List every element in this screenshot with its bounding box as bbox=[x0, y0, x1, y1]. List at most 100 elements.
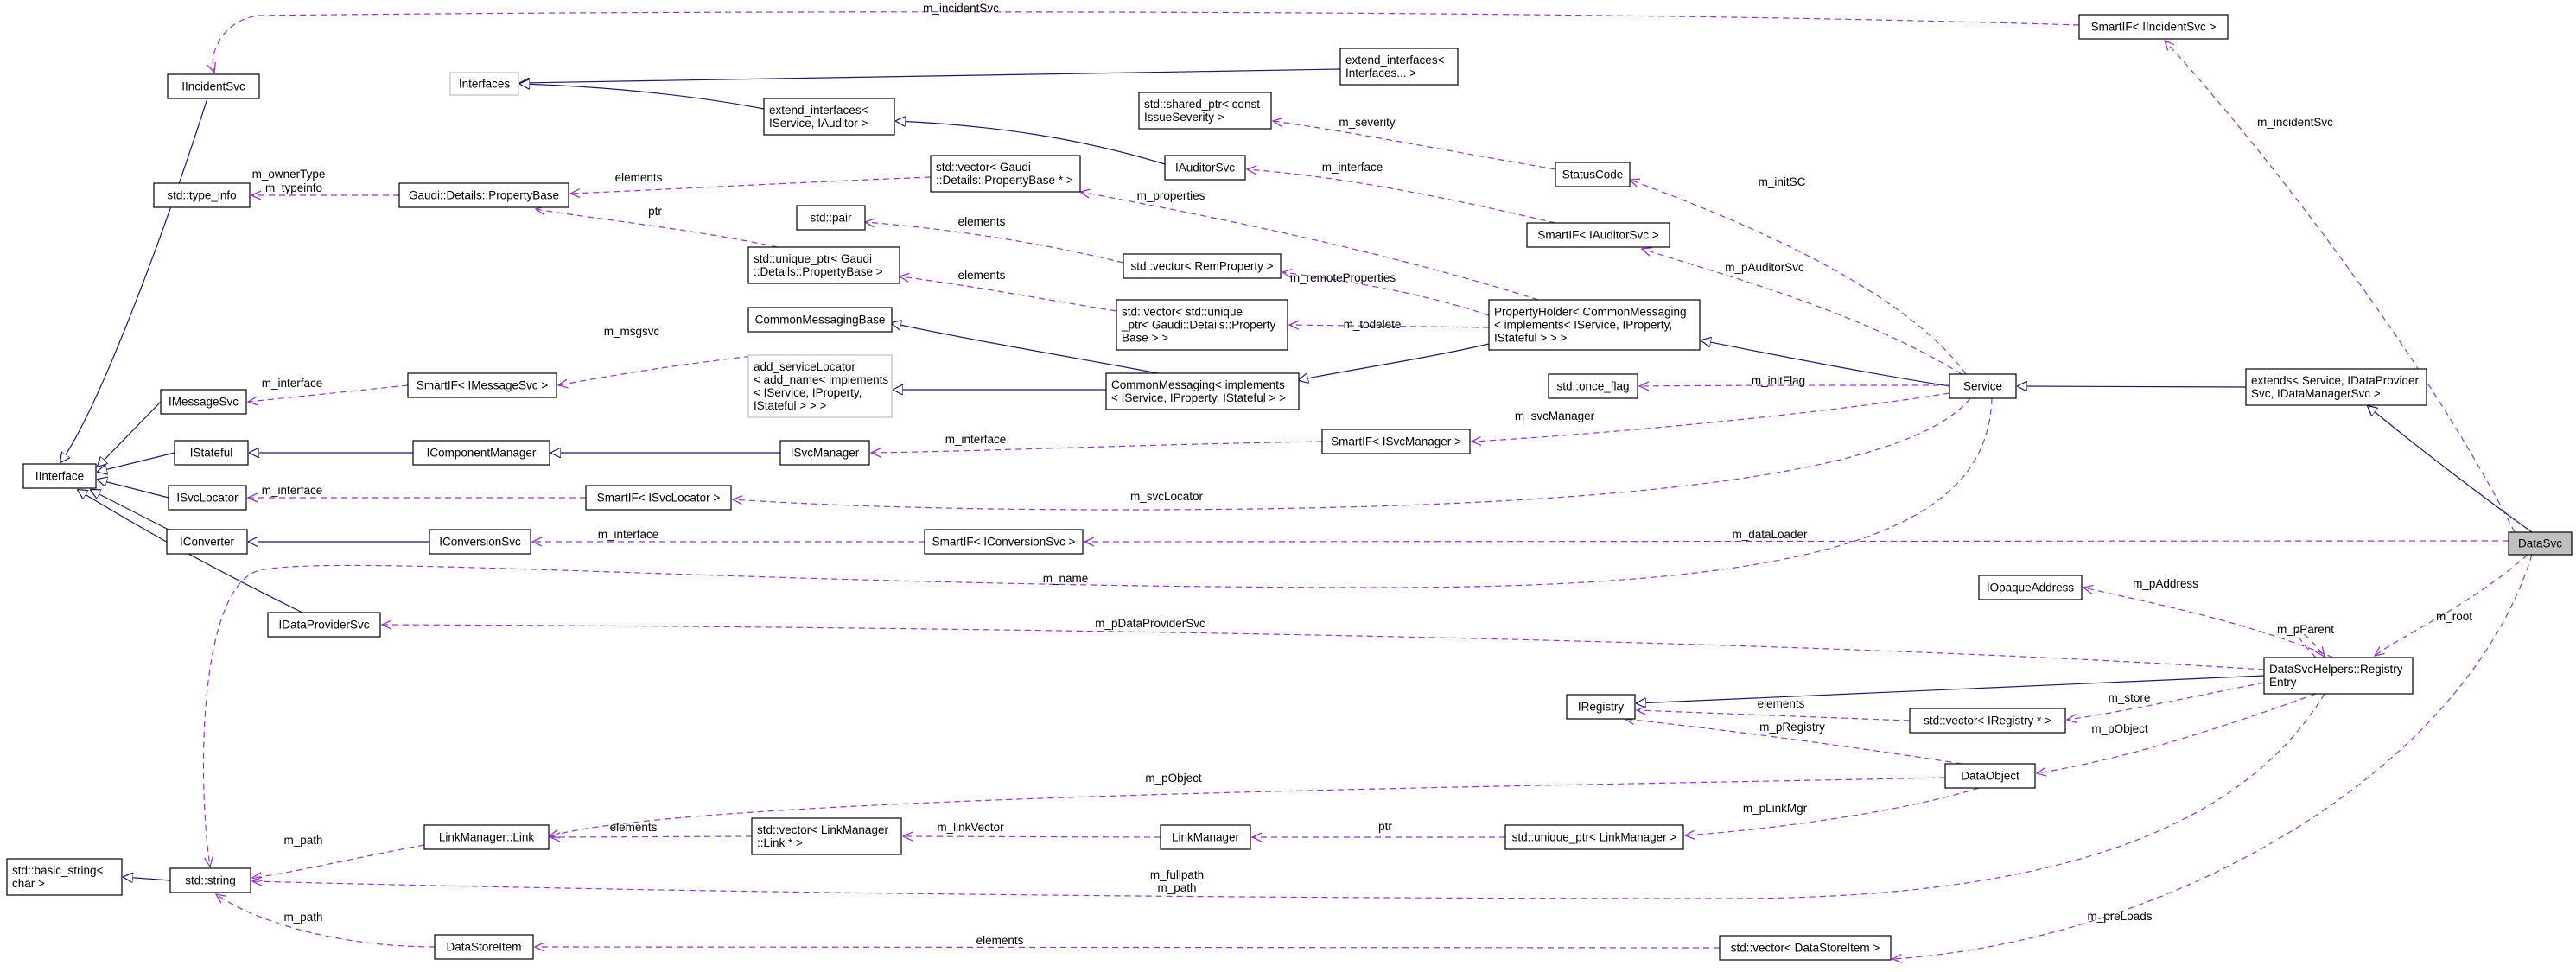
class-node-extends-service[interactable]: extends< Service, IDataProviderSvc, IDat… bbox=[2245, 368, 2427, 406]
class-node-commonmessaging-implements[interactable]: CommonMessaging< implements< IService, I… bbox=[1105, 372, 1300, 410]
class-node-commonmessagingbase[interactable]: CommonMessagingBase bbox=[747, 307, 893, 333]
class-node-dataobject[interactable]: DataObject bbox=[1944, 763, 2036, 789]
edge-label-l-incident-1: m_incidentSvc bbox=[923, 2, 999, 15]
class-node-smartif-isvclocator[interactable]: SmartIF< ISvcLocator > bbox=[585, 485, 732, 511]
edge-label-l-pAuditorSvc: m_pAuditorSvc bbox=[1725, 261, 1804, 274]
class-node-smartif-iauditorsvc[interactable]: SmartIF< IAuditorSvc > bbox=[1526, 222, 1670, 248]
class-node-isvclocator[interactable]: ISvcLocator bbox=[168, 485, 247, 511]
class-node-label: LinkManager bbox=[1172, 831, 1240, 844]
class-node-unique-ptr-propertybase[interactable]: std::unique_ptr< Gaudi::Details::Propert… bbox=[747, 246, 900, 284]
class-node-label: Svc, IDataManagerSvc > bbox=[2251, 387, 2381, 400]
edge-dataobject-uniqueptr-lm bbox=[1685, 787, 1980, 835]
class-node-label: std::vector< IRegistry * > bbox=[1924, 715, 2051, 727]
class-node-propertyholder[interactable]: PropertyHolder< CommonMessaging< impleme… bbox=[1488, 299, 1701, 351]
class-node-label: std::vector< std::unique bbox=[1122, 306, 1243, 319]
class-node-label: Gaudi::Details::PropertyBase bbox=[409, 189, 559, 202]
class-node-label: std::once_flag bbox=[1556, 380, 1629, 393]
class-node-service[interactable]: Service bbox=[1949, 373, 2017, 399]
class-node-label: std::vector< RemProperty > bbox=[1130, 260, 1273, 273]
edge-extends-service bbox=[2018, 386, 2247, 387]
class-node-basic-string[interactable]: std::basic_string<char > bbox=[6, 858, 123, 896]
class-node-label: IConversionSvc bbox=[439, 536, 521, 549]
edge-datasvc-smartif-incident bbox=[2165, 41, 2516, 533]
class-node-unique-ptr-linkmanager[interactable]: std::unique_ptr< LinkManager > bbox=[1504, 824, 1684, 850]
class-node-smartif-iincidentsvc[interactable]: SmartIF< IIncidentSvc > bbox=[2078, 14, 2229, 40]
class-node-datastoreitem[interactable]: DataStoreItem bbox=[434, 934, 534, 960]
class-node-vector-propertybase[interactable]: std::vector< Gaudi::Details::PropertyBas… bbox=[930, 155, 1081, 193]
class-node-idataprovidersvc[interactable]: IDataProviderSvc bbox=[267, 612, 381, 638]
class-node-icomponentmanager[interactable]: IComponentManager bbox=[412, 440, 550, 466]
class-node-label: StatusCode bbox=[1562, 168, 1624, 181]
class-node-label: CommonMessagingBase bbox=[755, 314, 886, 327]
class-node-istateful[interactable]: IStateful bbox=[174, 440, 249, 466]
edge-label-l-store: m_store bbox=[2109, 691, 2151, 704]
class-node-std-type-info[interactable]: std::type_info bbox=[153, 182, 251, 208]
class-node-datasvc[interactable]: DataSvc bbox=[2508, 531, 2573, 556]
class-node-vector-iregistry[interactable]: std::vector< IRegistry * > bbox=[1909, 708, 2066, 734]
edge-label-l-name: m_name bbox=[1043, 572, 1089, 585]
class-node-std-pair[interactable]: std::pair bbox=[796, 205, 866, 231]
edge-smartif-msg-imessagesvc bbox=[248, 384, 409, 402]
class-node-iauditorsvc[interactable]: IAuditorSvc bbox=[1164, 155, 1246, 181]
class-node-vector-datastoreitem[interactable]: std::vector< DataStoreItem > bbox=[1719, 935, 1892, 961]
class-node-label: SmartIF< IConversionSvc > bbox=[932, 536, 1076, 549]
class-node-label: extend_interfaces< bbox=[769, 104, 868, 117]
edge-label-l-interface-svcl: m_interface bbox=[262, 484, 323, 497]
edge-propertyholder-vector-rem bbox=[1282, 272, 1490, 316]
class-node-label: IStateful bbox=[190, 447, 233, 460]
class-node-iincidentsvc[interactable]: IIncidentSvc bbox=[167, 73, 260, 99]
edge-isvclocator-iinterface bbox=[98, 480, 169, 499]
edge-istateful-iinterface bbox=[98, 452, 175, 472]
class-node-vector-remproperty[interactable]: std::vector< RemProperty > bbox=[1123, 253, 1282, 279]
class-node-isvcmanager[interactable]: ISvcManager bbox=[779, 440, 870, 466]
class-node-smartif-iconversionsvc[interactable]: SmartIF< IConversionSvc > bbox=[924, 529, 1084, 555]
class-node-label: IIncidentSvc bbox=[181, 80, 245, 93]
class-node-linkmanager[interactable]: LinkManager bbox=[1160, 824, 1251, 850]
edge-label-l-elements-pb: elements bbox=[615, 171, 663, 184]
class-node-smartif-isvcmanager[interactable]: SmartIF< ISvcManager > bbox=[1321, 429, 1471, 454]
class-node-interfaces[interactable]: Interfaces bbox=[449, 72, 519, 96]
class-node-smartif-imessagesvc[interactable]: SmartIF< IMessageSvc > bbox=[407, 372, 557, 398]
class-node-extend-interfaces-iservice-iauditor[interactable]: extend_interfaces<IService, IAuditor > bbox=[763, 98, 895, 136]
class-node-imessagesvc[interactable]: IMessageSvc bbox=[160, 389, 247, 415]
class-node-add-servicelocator[interactable]: add_serviceLocator< add_name< implements… bbox=[747, 354, 893, 418]
class-node-vector-linkmanager-link[interactable]: std::vector< LinkManager::Link * > bbox=[751, 817, 902, 855]
class-node-linkmanager-link[interactable]: LinkManager::Link bbox=[423, 824, 550, 850]
edge-label-l-elements-dsi: elements bbox=[976, 934, 1024, 947]
class-node-statuscode[interactable]: StatusCode bbox=[1555, 162, 1631, 187]
class-node-iregistry[interactable]: IRegistry bbox=[1566, 694, 1636, 720]
edge-label-l-pRegistry: m_pRegistry bbox=[1759, 721, 1825, 734]
edge-label-l-incident-2: m_incidentSvc bbox=[2257, 116, 2333, 129]
class-node-propertybase[interactable]: Gaudi::Details::PropertyBase bbox=[398, 182, 569, 208]
class-node-iinterface[interactable]: IInterface bbox=[22, 463, 97, 489]
class-node-iconverter[interactable]: IConverter bbox=[166, 529, 248, 555]
edge-dataobject-iregistry bbox=[1625, 719, 1962, 765]
edge-uniqueptr-propertybase bbox=[536, 209, 779, 248]
edge-labels-layer: m_incidentSvcm_incidentSvcm_severitym_in… bbox=[252, 2, 2473, 947]
class-node-std-string[interactable]: std::string bbox=[169, 867, 251, 893]
class-node-iconversionsvc[interactable]: IConversionSvc bbox=[429, 529, 531, 555]
edge-propertyholder-vector-up bbox=[1289, 325, 1490, 327]
class-node-label: std::shared_ptr< const bbox=[1144, 98, 1260, 111]
edge-label-l-svcLocator: m_svcLocator bbox=[1130, 490, 1204, 503]
edge-label-l-linkVector: m_linkVector bbox=[937, 821, 1004, 834]
class-node-label: IStateful > > > bbox=[754, 399, 827, 412]
edge-label-l-pLinkMgr: m_pLinkMgr bbox=[1743, 802, 1808, 815]
class-node-extend-interfaces-interfaces[interactable]: extend_interfaces<Interfaces... > bbox=[1339, 48, 1459, 86]
edge-registryentry-iopaque bbox=[2083, 588, 2334, 658]
class-node-label: < IService, IProperty, bbox=[754, 386, 862, 399]
edge-vector-up-uniqueptr bbox=[900, 276, 1117, 312]
class-node-std-once-flag[interactable]: std::once_flag bbox=[1548, 373, 1638, 399]
edge-link-string bbox=[252, 844, 425, 878]
class-node-vector-unique-ptr-propertybase[interactable]: std::vector< std::unique_ptr< Gaudi::Det… bbox=[1116, 299, 1288, 351]
class-node-iopaqueaddress[interactable]: IOpaqueAddress bbox=[1978, 575, 2083, 600]
class-node-label: IStateful > > > bbox=[1494, 332, 1568, 345]
class-node-label: Interfaces... > bbox=[1345, 67, 1416, 79]
class-node-label: IAuditorSvc bbox=[1175, 162, 1235, 175]
edge-label-l-elements-pair: elements bbox=[958, 215, 1006, 228]
class-node-label: IComponentManager bbox=[427, 447, 537, 460]
class-node-label: SmartIF< IAuditorSvc > bbox=[1537, 229, 1658, 242]
